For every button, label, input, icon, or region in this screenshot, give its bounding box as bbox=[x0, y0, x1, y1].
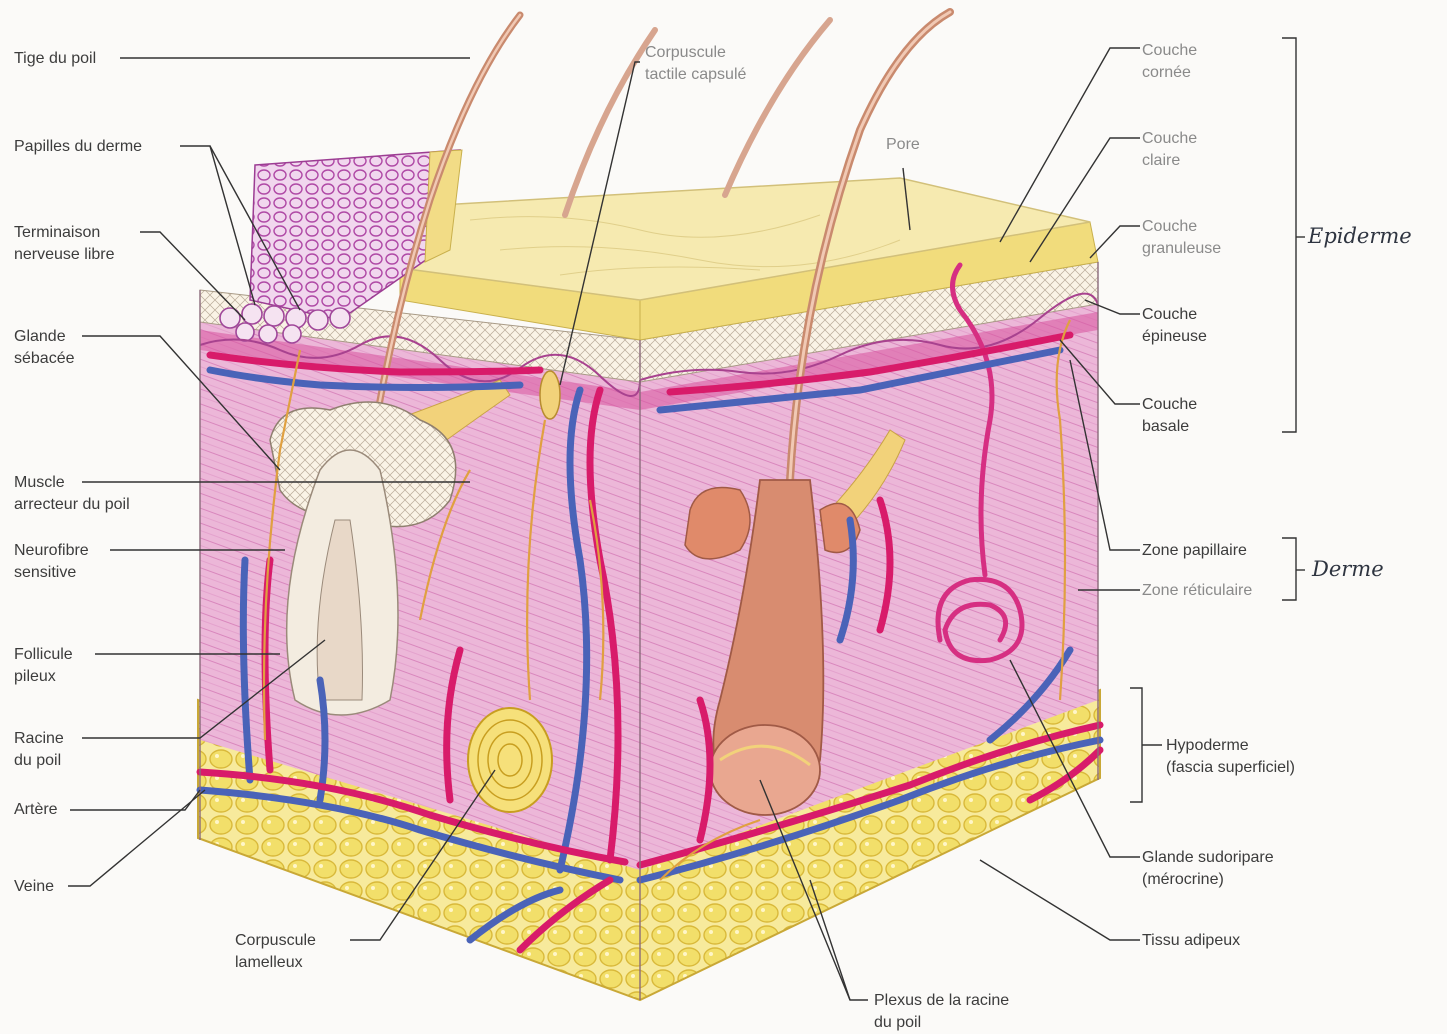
label-plexus-racine: Plexus de la racine du poil bbox=[874, 990, 1009, 1034]
label-zone-reticulaire: Zone réticulaire bbox=[1142, 580, 1252, 602]
label-couche-basale: Couche basale bbox=[1142, 394, 1197, 438]
label-zone-papillaire: Zone papillaire bbox=[1142, 540, 1247, 562]
label-couche-cornee: Couche cornée bbox=[1142, 40, 1197, 84]
label-corpuscule-tactile-capsule: Corpuscule tactile capsulé bbox=[645, 42, 746, 86]
annotation-derme: Derme bbox=[1312, 557, 1384, 581]
label-muscle-arrecteur: Muscle arrecteur du poil bbox=[14, 472, 130, 516]
label-tissu-adipeux: Tissu adipeux bbox=[1142, 930, 1240, 952]
annotation-epiderme: Epiderme bbox=[1308, 224, 1412, 248]
lamellated-corpuscle bbox=[468, 708, 552, 812]
label-neurofibre-sensitive: Neurofibre sensitive bbox=[14, 540, 89, 584]
label-couche-granuleuse: Couche granuleuse bbox=[1142, 216, 1221, 260]
label-racine-du-poil: Racine du poil bbox=[14, 728, 64, 772]
label-couche-epineuse: Couche épineuse bbox=[1142, 304, 1207, 348]
label-follicule-pileux: Follicule pileux bbox=[14, 644, 73, 688]
label-tige-du-poil: Tige du poil bbox=[14, 48, 96, 70]
label-veine: Veine bbox=[14, 876, 54, 898]
label-papilles-du-derme: Papilles du derme bbox=[14, 136, 142, 158]
tactile-corpuscle bbox=[540, 371, 560, 419]
label-corpuscule-lamelleux: Corpuscule lamelleux bbox=[235, 930, 316, 974]
label-couche-claire: Couche claire bbox=[1142, 128, 1197, 172]
label-artere: Artère bbox=[14, 799, 58, 821]
label-glande-sudoripare: Glande sudoripare (mérocrine) bbox=[1142, 847, 1274, 891]
label-glande-sebacee: Glande sébacée bbox=[14, 326, 75, 370]
label-hypoderme: Hypoderme (fascia superficiel) bbox=[1166, 735, 1295, 779]
label-pore: Pore bbox=[886, 134, 920, 156]
label-terminaison-nerveuse-libre: Terminaison nerveuse libre bbox=[14, 222, 115, 266]
